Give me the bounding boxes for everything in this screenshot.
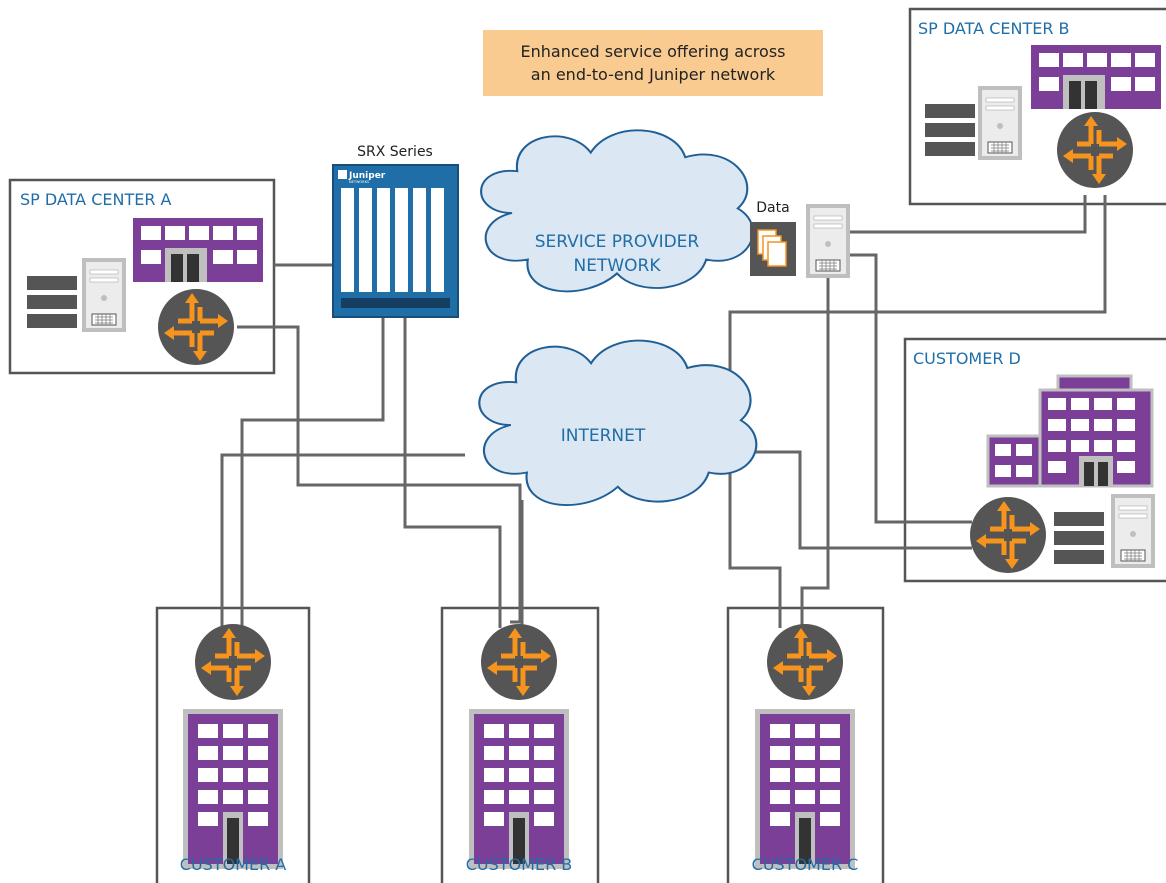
dc-a-router-icon	[158, 289, 234, 365]
customer-b-label: CUSTOMER B	[466, 855, 573, 874]
internet-cloud	[478, 339, 758, 507]
srx-label: SRX Series	[357, 144, 433, 160]
dc-b-router-icon	[1057, 112, 1133, 188]
customer-d-label: CUSTOMER D	[913, 349, 1021, 368]
dc-a-building-icon	[133, 218, 263, 282]
data-label: Data	[756, 200, 789, 216]
dc-b-label: SP DATA CENTER B	[918, 19, 1070, 38]
internet-label: INTERNET	[561, 426, 646, 446]
data-files-icon	[750, 222, 796, 276]
dc-a-box	[8, 178, 276, 375]
srx-brand: Juniper	[348, 171, 386, 181]
banner-line-2: an end-to-end Juniper network	[530, 65, 776, 84]
customer-c-router-icon	[767, 624, 843, 700]
dc-a-label: SP DATA CENTER A	[20, 190, 172, 209]
customer-d-rack-icon	[1054, 512, 1104, 564]
customer-b-building-icon	[469, 709, 569, 869]
sp-network-label-2: NETWORK	[574, 256, 662, 276]
customer-a-label: CUSTOMER A	[180, 855, 287, 874]
dc-b-box	[908, 7, 1166, 206]
customer-d-building-icon	[986, 374, 1154, 488]
dc-b-server-icon	[977, 85, 1023, 161]
headline-banner: Enhanced service offering across an end-…	[483, 30, 823, 96]
dc-b-rack-icon	[925, 104, 975, 156]
customer-d-router-icon	[970, 497, 1046, 573]
data-server-icon	[805, 203, 851, 279]
dc-a-rack-icon	[27, 276, 77, 328]
customer-d-server-icon	[1110, 493, 1156, 569]
dc-b-building-icon	[1031, 45, 1161, 109]
customer-a-router-icon	[195, 624, 271, 700]
customer-a-box	[155, 606, 311, 883]
customer-b-router-icon	[481, 624, 557, 700]
customer-d-box	[903, 337, 1166, 583]
network-links	[220, 195, 1107, 628]
customer-c-box	[726, 606, 885, 883]
customer-a-building-icon	[183, 709, 283, 869]
sp-network-label-1: SERVICE PROVIDER	[535, 232, 700, 252]
banner-line-1: Enhanced service offering across	[520, 42, 786, 61]
customer-c-label: CUSTOMER C	[752, 855, 859, 874]
dc-a-server-icon	[81, 257, 127, 333]
customer-c-building-icon	[755, 709, 855, 869]
srx-brand-sub: NETWORKS	[349, 180, 370, 184]
srx-firewall: SRX Series Juniper NETWORKS	[332, 144, 459, 318]
